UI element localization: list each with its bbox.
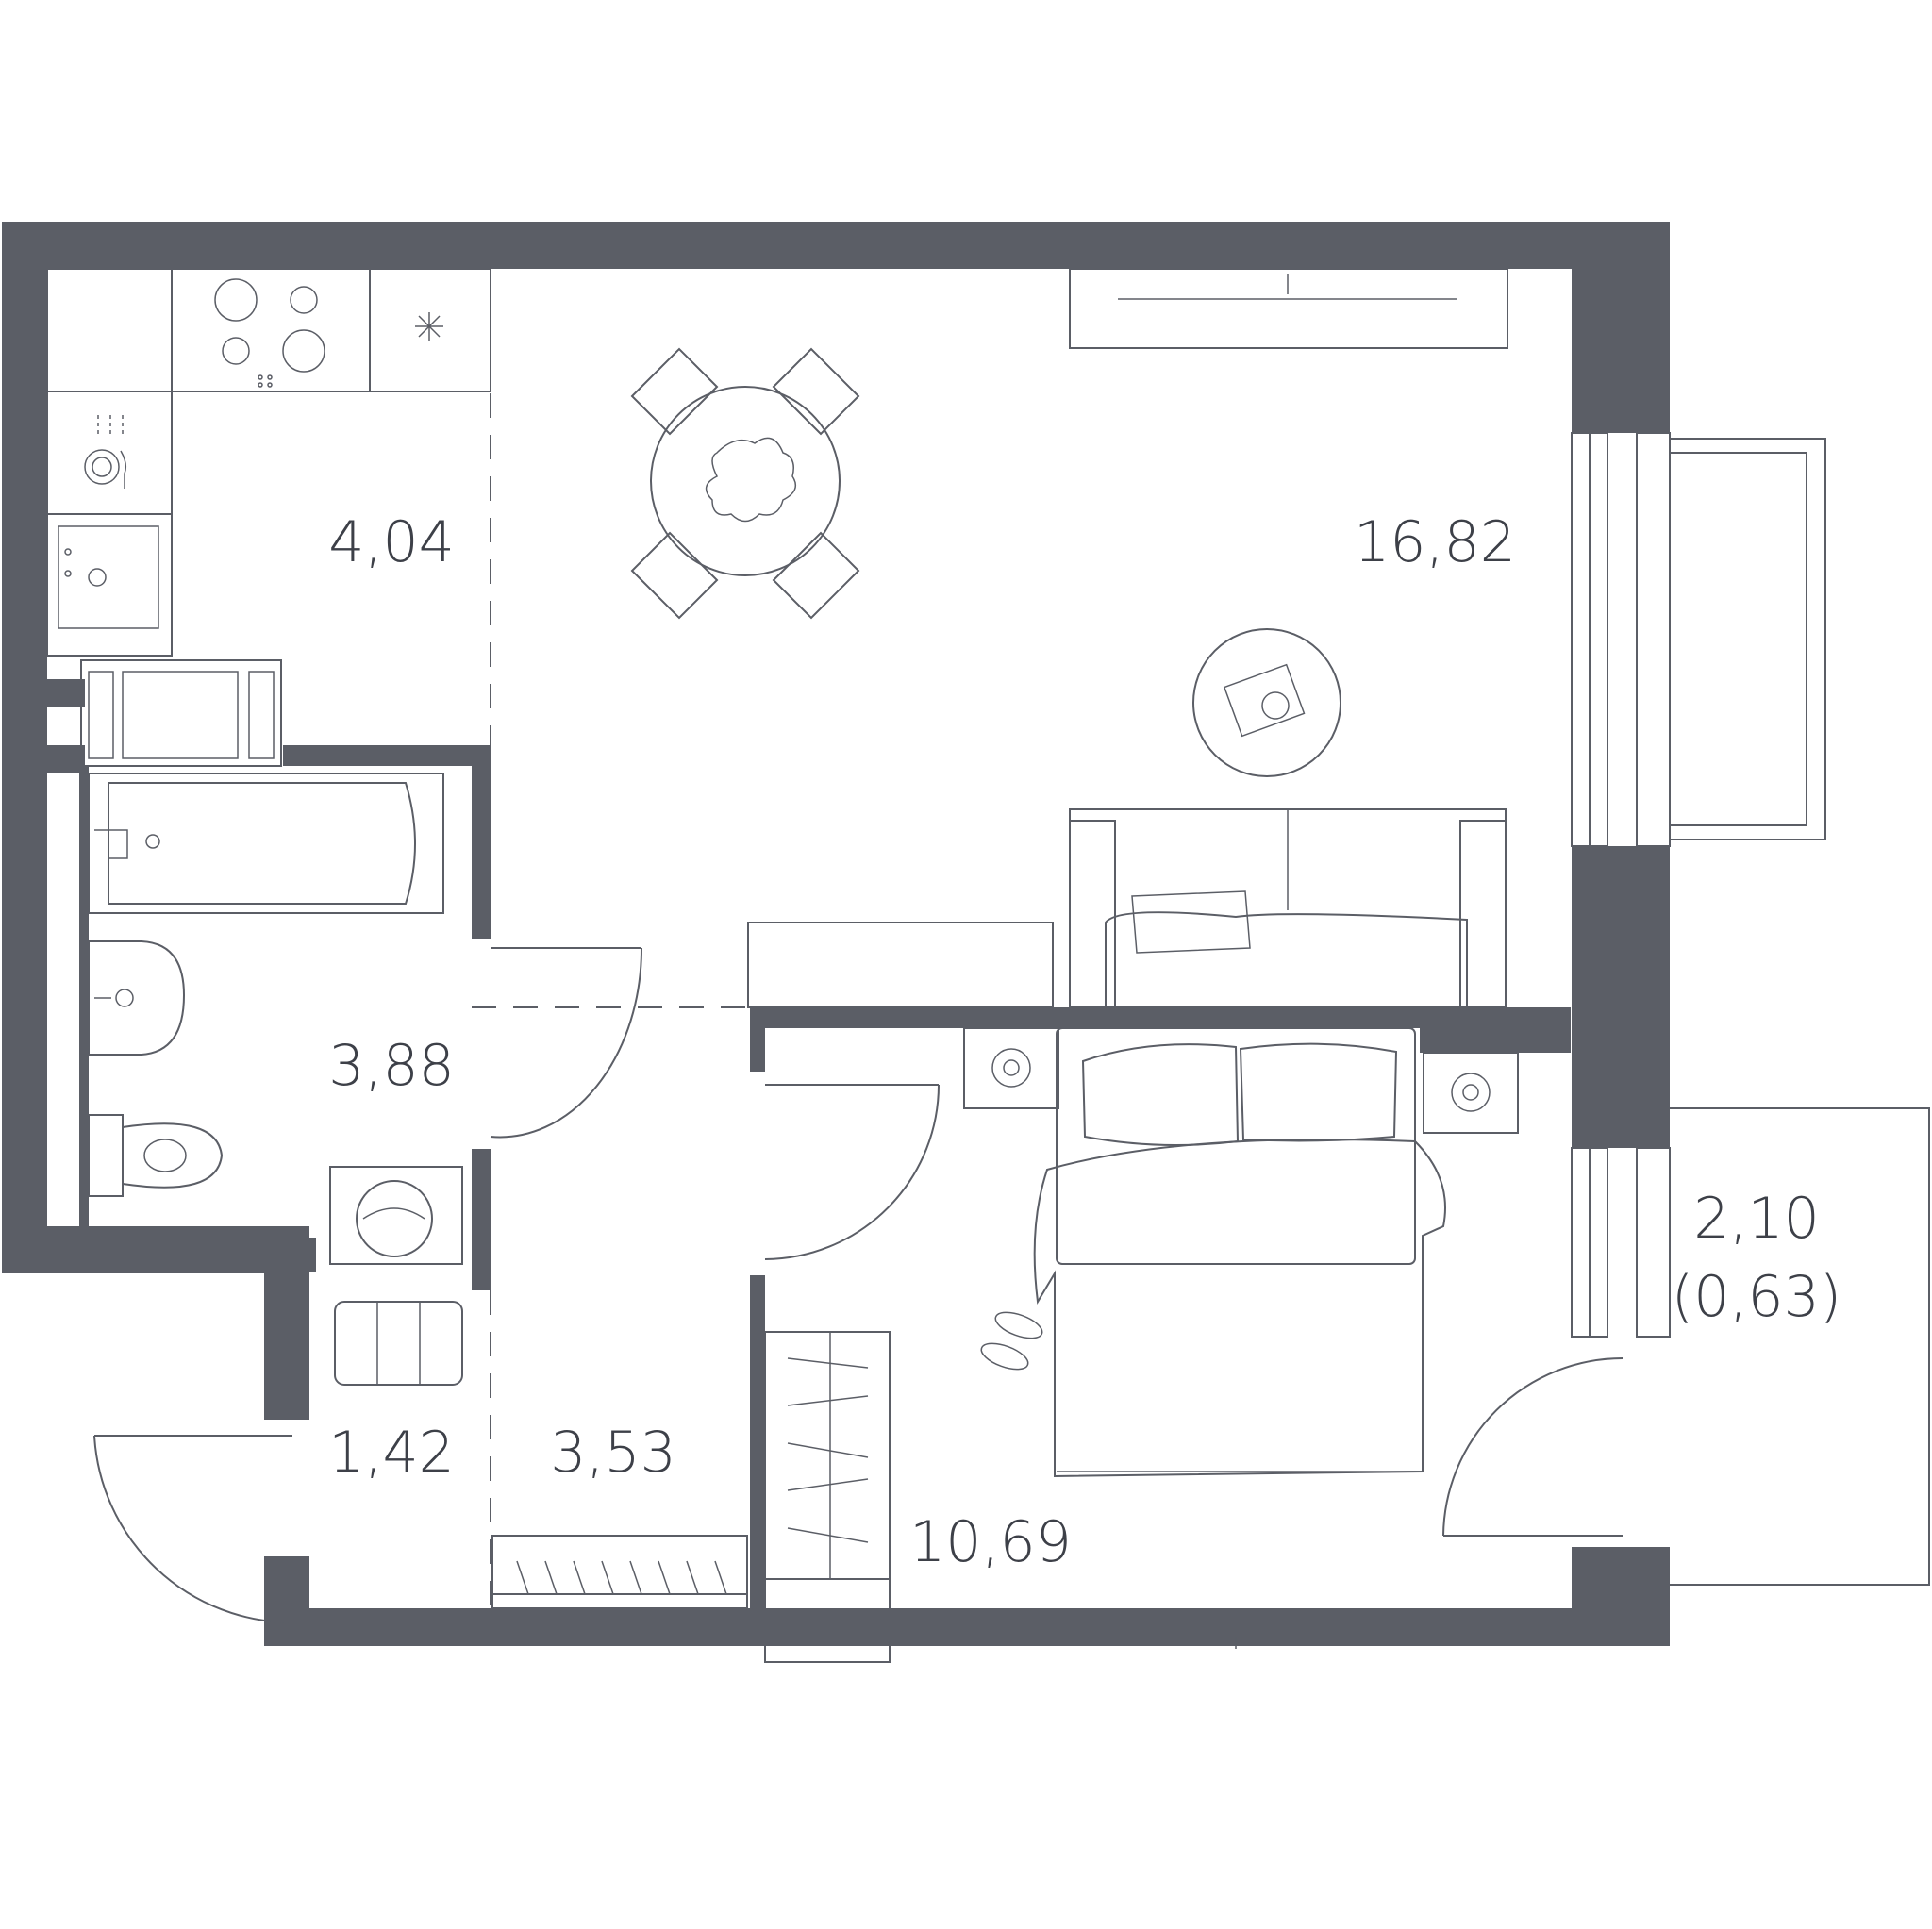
walls xyxy=(2,222,1670,1646)
area-label-bedroom: 10,69 xyxy=(909,1509,1072,1575)
balcony-lower xyxy=(1670,1107,1930,1586)
coffee-table-icon xyxy=(1192,628,1341,777)
slippers-icon xyxy=(980,1311,1043,1371)
sofa-icon xyxy=(1069,808,1507,1008)
cabinet-icon xyxy=(80,659,282,767)
zone-dividers xyxy=(472,269,750,1608)
bathtub-icon xyxy=(88,773,444,914)
kitchen-counter xyxy=(46,268,491,657)
tv-icon xyxy=(1066,1636,1406,1649)
shoe-cabinet-icon xyxy=(334,1301,463,1386)
bed-icon xyxy=(1033,1027,1446,1478)
area-label-hall: 3,53 xyxy=(550,1420,676,1486)
dishwasher-icon xyxy=(84,415,127,489)
area-labels: 4,04 16,82 3,88 1,42 3,53 10,69 2,10 (0,… xyxy=(328,509,1841,1575)
sink-icon xyxy=(58,525,159,629)
area-label-kitchen: 4,04 xyxy=(328,509,455,575)
toilet-icon xyxy=(88,1114,224,1197)
area-label-balcony: 2,10 xyxy=(1693,1186,1820,1252)
chair-icon xyxy=(630,347,860,620)
fridge-icon xyxy=(415,312,443,341)
bench-icon xyxy=(747,922,1054,1008)
area-label-entry: 1,42 xyxy=(328,1420,455,1486)
wardrobe-icon xyxy=(764,1331,891,1663)
balcony-upper xyxy=(1670,438,1826,840)
area-label-bathroom: 3,88 xyxy=(328,1033,455,1099)
wardrobe-icon xyxy=(491,1535,748,1609)
area-label-balcony-reduced: (0,63) xyxy=(1672,1264,1841,1330)
tv-stand-icon xyxy=(1069,268,1508,349)
doors xyxy=(93,947,1624,1624)
windows xyxy=(1571,432,1671,1338)
washbasin-icon xyxy=(88,940,186,1056)
washing-machine-icon xyxy=(329,1166,463,1265)
stove-icon xyxy=(214,278,325,388)
dining-table-icon xyxy=(650,386,841,576)
area-label-living-room: 16,82 xyxy=(1354,509,1516,575)
nightstand-icon xyxy=(963,1027,1519,1134)
